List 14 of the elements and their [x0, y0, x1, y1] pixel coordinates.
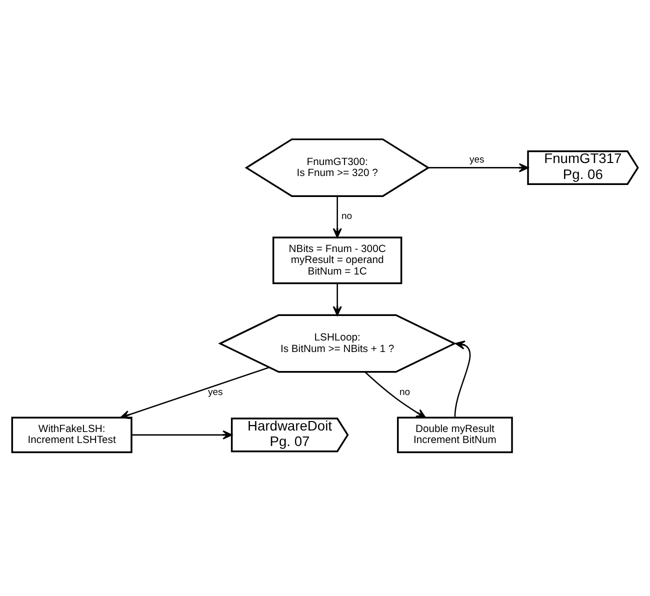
arrow	[332, 196, 342, 238]
arrow	[364, 371, 426, 418]
arrow	[332, 284, 342, 316]
node-box: NBits = Fnum - 300C myResult = operand BitNum = 1C	[272, 236, 402, 284]
edge-label: yes	[208, 386, 223, 398]
arrow	[454, 340, 471, 417]
node-box: WithFakeLSH: Increment LSHTest	[11, 416, 132, 454]
arrow	[428, 163, 529, 172]
edge-label: no	[342, 211, 352, 222]
arrow	[120, 366, 270, 420]
arrow	[132, 430, 232, 440]
edge-label: no	[399, 386, 410, 398]
node-box: Double myResult Increment BitNum	[397, 416, 513, 454]
edge-label: yes	[469, 154, 484, 166]
